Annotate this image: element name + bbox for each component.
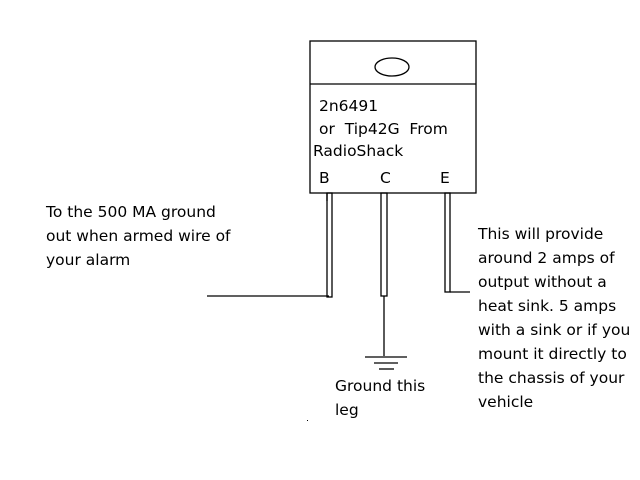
transistor-body (309, 40, 477, 194)
base-note: To the 500 MA ground out when armed wire… (46, 200, 231, 272)
ground-symbol (365, 356, 407, 370)
emitter-note-line: mount it directly to (478, 345, 627, 363)
pin-label-c: C (380, 169, 391, 187)
pin-label-b: B (319, 169, 330, 187)
emitter-note-line: the chassis of your (478, 369, 625, 387)
base-note-line: out when armed wire of (46, 227, 231, 245)
pin-label-e: E (440, 169, 450, 187)
emitter-note-line: vehicle (478, 393, 534, 411)
emitter-note-line: output without a (478, 273, 607, 291)
source-label: RadioShack (313, 142, 404, 160)
emitter-note-line: This will provide (478, 225, 604, 243)
leg-emitter (444, 192, 451, 293)
leg-collector (380, 192, 388, 297)
collector-note: Ground this leg (335, 374, 425, 422)
emitter-note: This will provide around 2 amps of outpu… (478, 222, 630, 414)
base-note-line: To the 500 MA ground (46, 203, 216, 221)
mounting-hole (374, 57, 410, 77)
collector-note-line: Ground this (335, 377, 426, 395)
leg-base (326, 192, 333, 298)
part-number: 2n6491 (319, 97, 379, 115)
emitter-note-line: with a sink or if you (478, 321, 631, 339)
collector-note-line: leg (335, 401, 359, 419)
emitter-note-line: around 2 amps of (478, 249, 615, 267)
base-note-line: your alarm (46, 251, 131, 269)
alt-part-line: or Tip42G From (319, 120, 448, 138)
emitter-note-line: heat sink. 5 amps (478, 297, 617, 315)
